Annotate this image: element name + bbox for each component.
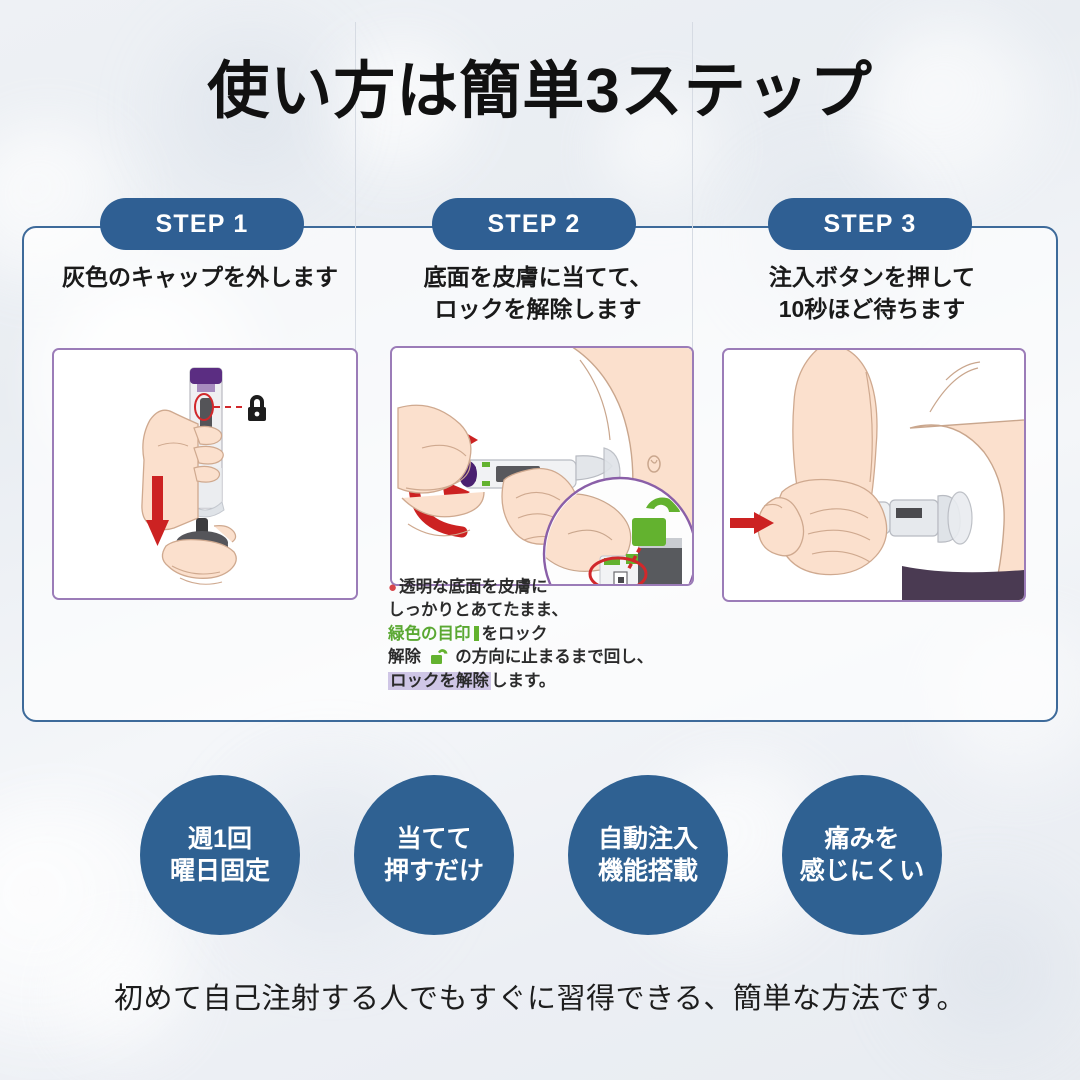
step-caption-2-line1: 底面を皮膚に当てて、: [423, 264, 653, 290]
feature-4-line1: 痛みを: [824, 824, 900, 853]
note-line-4: 解除 の方向に止まるまで回し、: [388, 648, 654, 667]
feature-2-line1: 当てて: [396, 824, 472, 853]
press-arrow-icon: [730, 512, 774, 534]
feature-1-line1: 週1回: [188, 824, 252, 853]
step-illustration-3: [722, 348, 1026, 602]
feature-circle-2: 当てて 押すだけ: [354, 775, 514, 935]
step-illustration-1: [52, 348, 358, 600]
step-caption-1-line1: 灰色のキャップを外します: [62, 264, 338, 290]
page-title: 使い方は簡単3ステップ: [207, 57, 873, 126]
step-caption-2: 底面を皮膚に当てて、 ロックを解除します: [378, 262, 698, 332]
step-caption-1: 灰色のキャップを外します: [40, 262, 360, 332]
step-column-1: 灰色のキャップを外します: [40, 262, 360, 332]
column-divider-1: [355, 22, 356, 474]
feature-3-line1: 自動注入: [597, 824, 698, 853]
bullet-icon: ●: [388, 579, 398, 596]
step2-detail-note: ●透明な底面を皮膚に しっかりとあてたまま、 緑色の目印をロック 解除 の方向に…: [388, 576, 688, 693]
unlock-icon-inline: [430, 649, 448, 665]
feature-2-line2: 押すだけ: [383, 857, 484, 885]
feature-3-line2: 機能搭載: [597, 857, 698, 885]
feature-circle-4: 痛みを 感じにくい: [782, 775, 942, 935]
step-badge-1[interactable]: STEP 1: [100, 198, 304, 250]
footer-text: 初めて自己注射する人でもすぐに習得できる、簡単な方法です。: [113, 983, 967, 1015]
step-badge-2[interactable]: STEP 2: [432, 198, 636, 250]
note-line-2: しっかりとあてたまま、: [388, 601, 569, 620]
magnified-unlock-detail: [542, 476, 692, 584]
step-caption-2-line2: ロックを解除します: [434, 295, 642, 322]
green-mark-icon: [473, 625, 479, 641]
feature-4-line2: 感じにくい: [799, 857, 925, 885]
step-illustration-2: [390, 346, 694, 586]
injector-unlock-twist-illustration: [392, 348, 692, 584]
step-column-2: 底面を皮膚に当てて、 ロックを解除します: [378, 262, 698, 332]
note-line-3: 緑色の目印をロック: [388, 624, 548, 643]
note-line-1: ●透明な底面を皮膚に: [388, 578, 548, 596]
step-caption-3-line1: 注入ボタンを押して: [768, 264, 976, 290]
unlock-icon: [632, 497, 680, 546]
step-caption-3-line2: 10秒ほど待ちます: [778, 295, 966, 322]
column-divider-2: [692, 22, 693, 474]
feature-circle-1: 週1回 曜日固定: [140, 775, 300, 935]
press-injection-button-illustration: [724, 350, 1024, 600]
feature-circle-3: 自動注入 機能搭載: [568, 775, 728, 935]
autoinjector-cap-removal-illustration: [54, 350, 356, 598]
note-line-5: ロックを解除します。: [388, 671, 556, 690]
step-caption-3: 注入ボタンを押して 10秒ほど待ちます: [712, 262, 1032, 332]
down-arrow-icon: [146, 476, 169, 546]
step-badge-3[interactable]: STEP 3: [768, 198, 972, 250]
step-column-3: 注入ボタンを押して 10秒ほど待ちます: [712, 262, 1032, 332]
feature-1-line2: 曜日固定: [169, 857, 270, 885]
lock-icon: [248, 395, 266, 421]
